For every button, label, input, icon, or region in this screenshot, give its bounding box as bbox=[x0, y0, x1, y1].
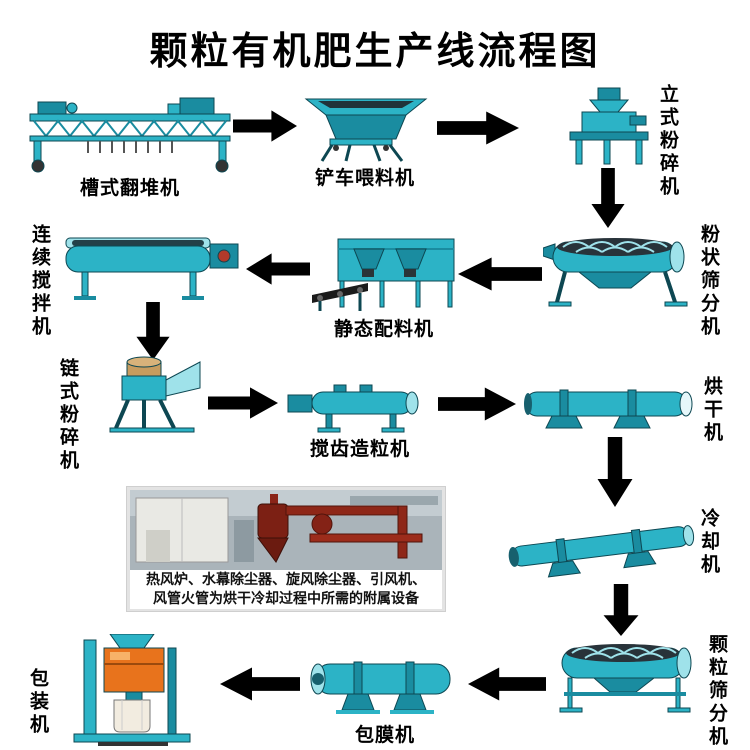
cooler-illustration bbox=[505, 512, 701, 578]
arrow-mixer-to-chain-crusher bbox=[136, 302, 170, 360]
loader-feeder-label: 铲车喂料机 bbox=[314, 167, 415, 189]
static-batcher-label: 静态配料机 bbox=[333, 318, 434, 340]
arrow-batcher-to-mixer bbox=[246, 253, 310, 285]
packing-machine-illustration bbox=[58, 634, 206, 748]
coating-machine-illustration bbox=[306, 650, 464, 718]
arrow-chain-crusher-to-granulator bbox=[208, 387, 278, 419]
vertical-crusher-illustration bbox=[558, 86, 656, 166]
continuous-mixer-illustration bbox=[60, 226, 244, 304]
stirring-granulator-label: 搅齿造粒机 bbox=[309, 438, 410, 460]
arrow-cooler-to-granule-screener bbox=[603, 584, 639, 636]
packing-machine-label: 包装机 bbox=[27, 668, 49, 737]
chain-crusher-illustration bbox=[98, 356, 206, 434]
arrow-feeder-to-crusher bbox=[437, 111, 519, 145]
arrow-powder-screener-to-batcher bbox=[458, 257, 542, 291]
factory-photo-illustration bbox=[130, 490, 442, 570]
cooler-label: 冷却机 bbox=[698, 508, 720, 577]
loader-feeder-illustration bbox=[300, 95, 432, 165]
coating-machine-label: 包膜机 bbox=[354, 724, 415, 746]
photo-caption-line1: 热风炉、水幕除尘器、旋风除尘器、引风机、 bbox=[146, 572, 426, 588]
powder-screener-label: 粉状筛分机 bbox=[698, 224, 720, 339]
arrow-dryer-to-cooler bbox=[597, 437, 633, 507]
arrow-coating-to-packing bbox=[220, 667, 300, 701]
static-batcher-illustration bbox=[310, 235, 458, 313]
dryer-illustration bbox=[522, 382, 694, 432]
auxiliary-equipment-photo: 热风炉、水幕除尘器、旋风除尘器、引风机、 风管火管为烘干冷却过程中所需的附属设备 bbox=[127, 487, 445, 611]
page-title: 颗粒有机肥生产线流程图 bbox=[149, 28, 601, 73]
stirring-granulator-illustration bbox=[286, 382, 434, 434]
photo-caption-line2: 风管火管为烘干冷却过程中所需的附属设备 bbox=[153, 591, 419, 607]
granule-screener-illustration bbox=[550, 636, 702, 714]
dryer-label: 烘干机 bbox=[701, 376, 723, 445]
granule-screener-label: 颗粒筛分机 bbox=[706, 634, 728, 749]
arrow-granulator-to-dryer bbox=[438, 387, 516, 421]
trough-turner-illustration bbox=[28, 92, 232, 174]
arrow-crusher-to-powder-screener bbox=[591, 168, 625, 228]
arrow-turner-to-feeder bbox=[233, 110, 297, 142]
trough-turner-label: 槽式翻堆机 bbox=[79, 177, 180, 199]
arrow-granule-screener-to-coating bbox=[468, 667, 546, 701]
vertical-crusher-label: 立式粉碎机 bbox=[657, 84, 679, 199]
photo-caption: 热风炉、水幕除尘器、旋风除尘器、引风机、 风管火管为烘干冷却过程中所需的附属设备 bbox=[130, 570, 442, 609]
powder-screener-illustration bbox=[543, 226, 695, 308]
continuous-mixer-label: 连续搅拌机 bbox=[29, 224, 51, 339]
chain-crusher-label: 链式粉碎机 bbox=[57, 358, 79, 473]
